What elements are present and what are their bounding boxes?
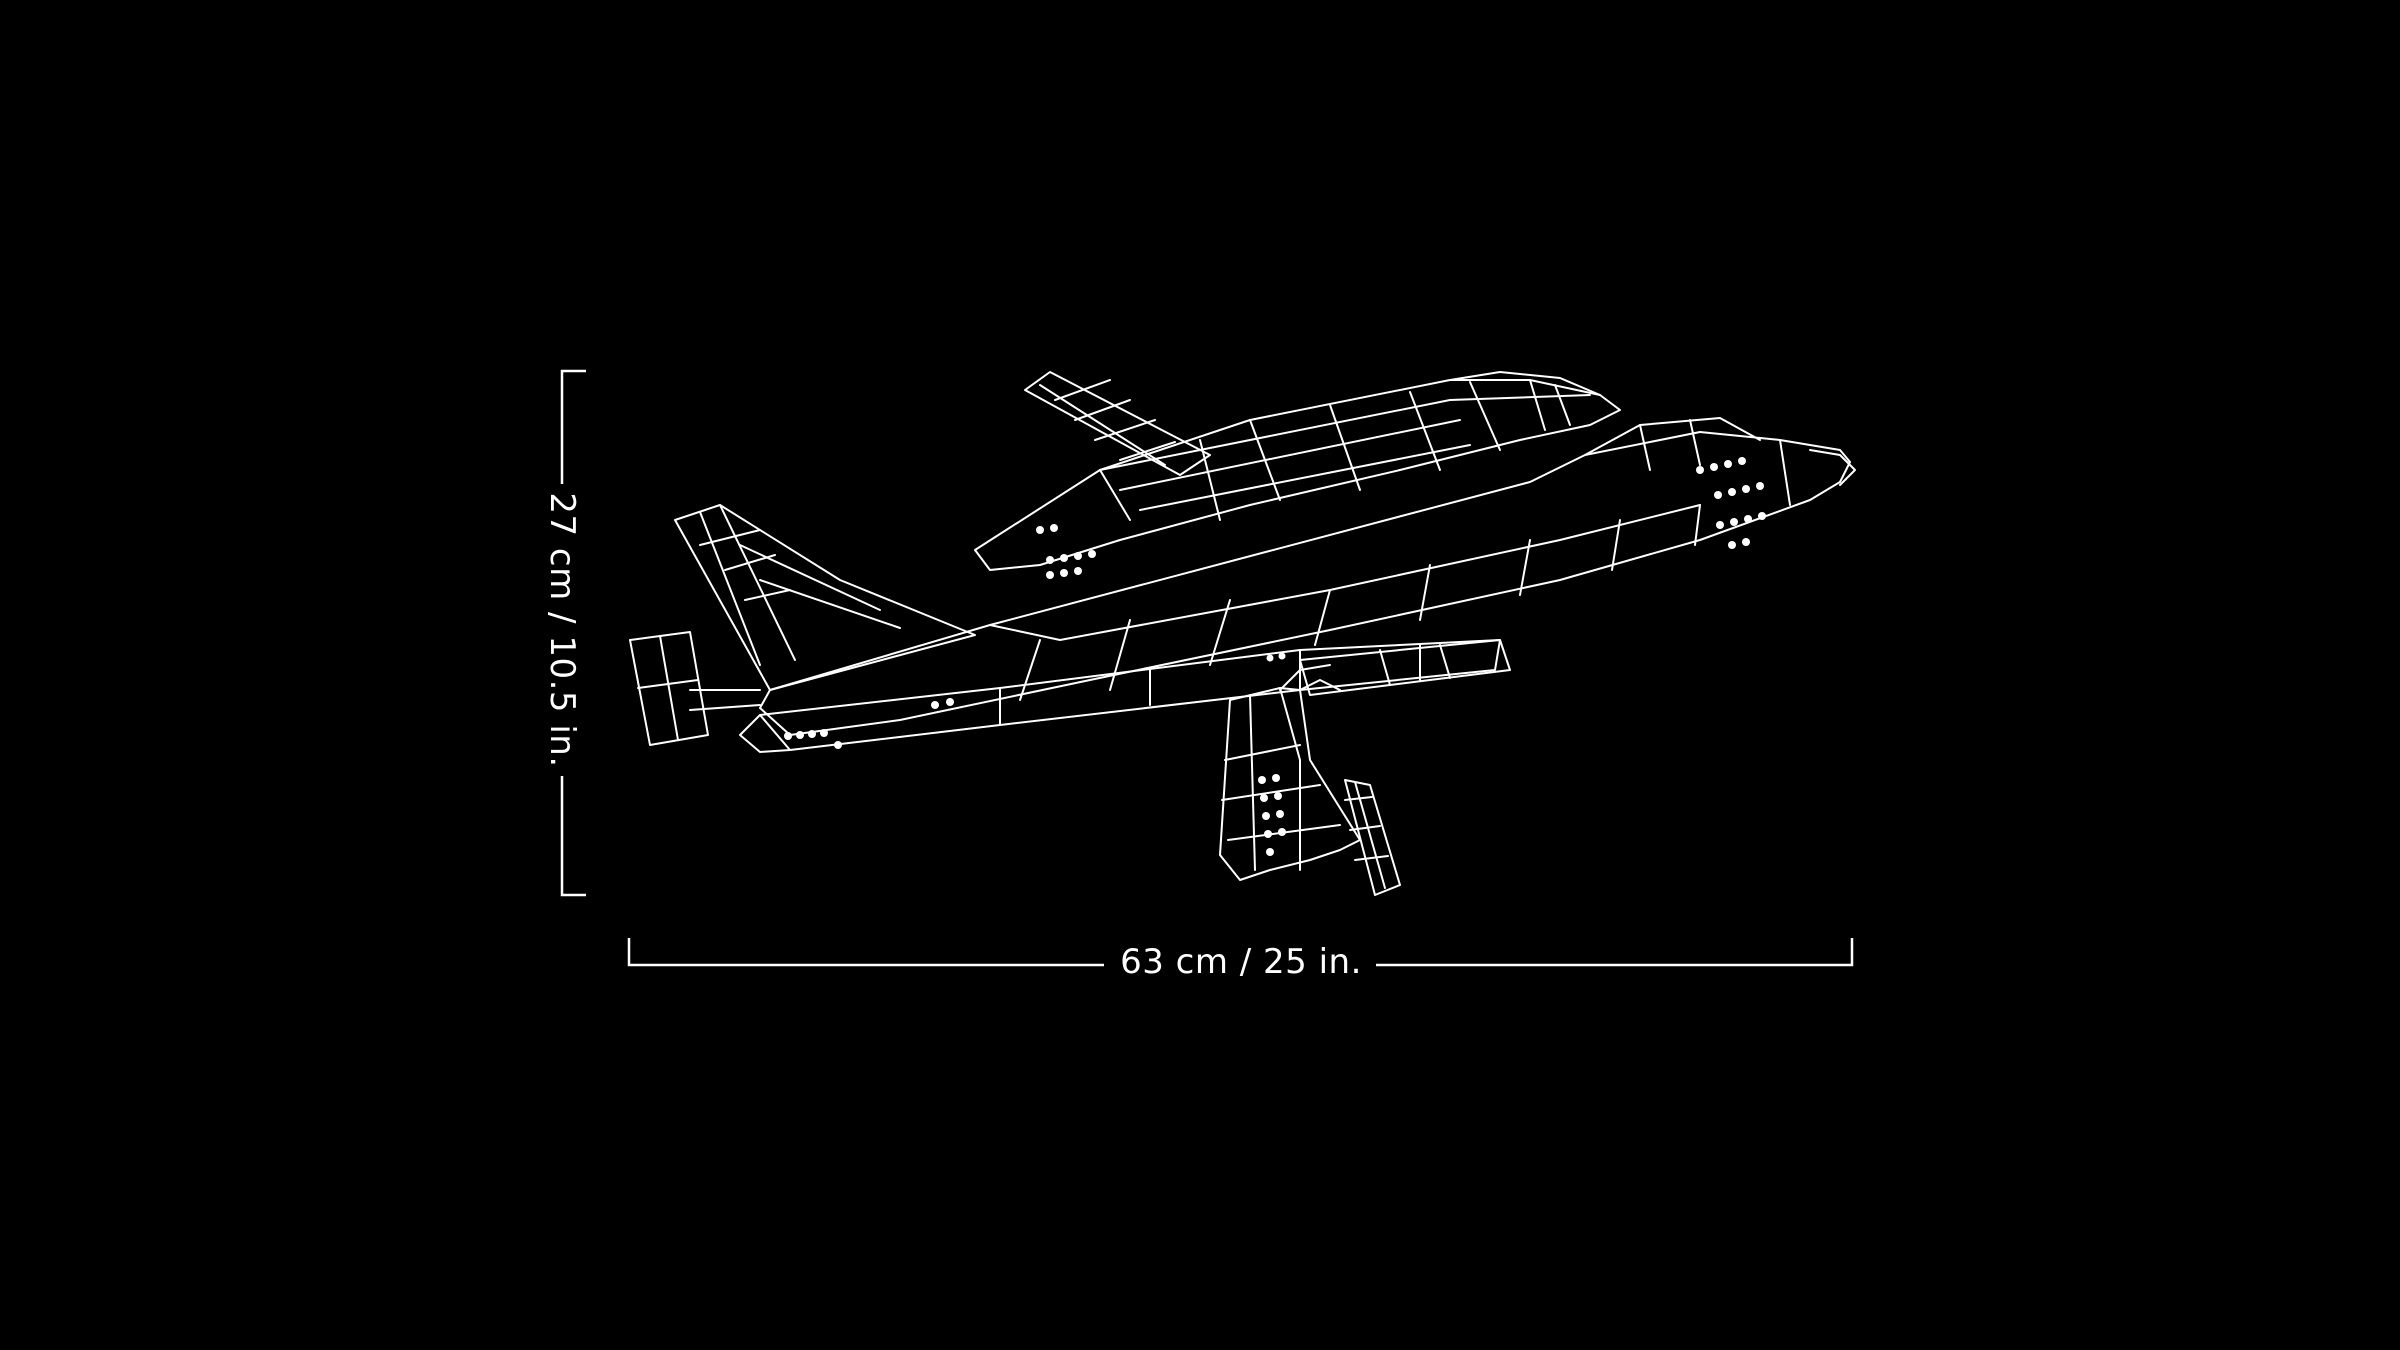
carrier-horizontal-stabilizer xyxy=(629,631,761,746)
stand-dots xyxy=(1258,774,1286,856)
height-dimension-label: 27 cm / 10.5 in. xyxy=(542,492,582,768)
shuttle-tail-fin xyxy=(1024,371,1211,476)
display-stand xyxy=(1219,664,1401,896)
carrier-wing xyxy=(739,639,1511,753)
carrier-fuselage xyxy=(759,417,1856,736)
engine-dots xyxy=(784,652,1286,749)
carrier-tail-fin xyxy=(674,504,976,691)
carrier-window-dots xyxy=(1696,457,1766,549)
aircraft-line-drawing xyxy=(629,371,1856,896)
width-dimension-line xyxy=(627,938,1854,967)
height-dimension-line xyxy=(560,369,586,897)
width-dimension-label: 63 cm / 25 in. xyxy=(1120,942,1362,982)
space-shuttle xyxy=(974,371,1621,571)
shuttle-dots xyxy=(1036,524,1096,579)
